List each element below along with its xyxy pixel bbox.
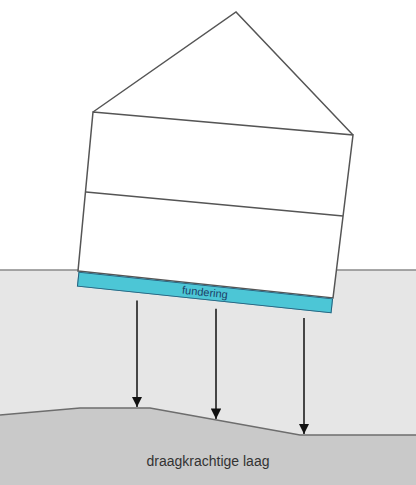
layer-label: draagkrachtige laag [0, 452, 416, 470]
soil-area [0, 270, 416, 485]
bearing-layer: draagkrachtige laag [0, 400, 416, 485]
floor-line [86, 192, 343, 216]
layer-boundary [0, 408, 416, 435]
house-roof [93, 12, 353, 135]
foundation-band: fundering [77, 271, 333, 313]
load-arrow [303, 318, 305, 434]
layer-fill [0, 408, 416, 485]
load-arrow [136, 300, 138, 407]
layer-shape [0, 400, 416, 485]
load-arrow [215, 309, 217, 419]
house-walls [78, 112, 353, 298]
foundation-label: fundering [182, 283, 229, 301]
